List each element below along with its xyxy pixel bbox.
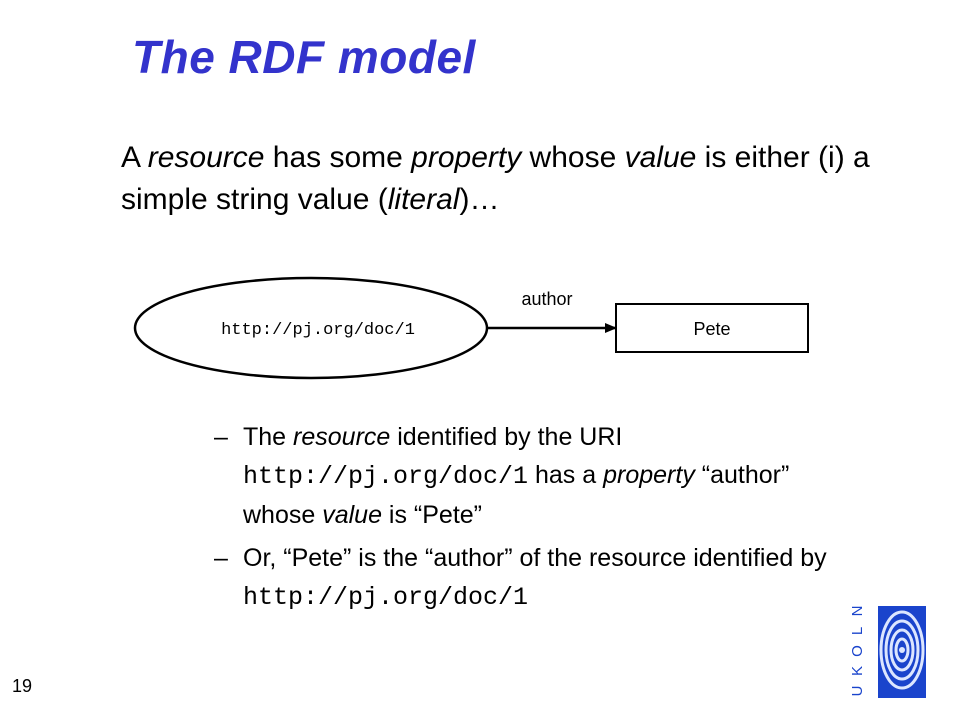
property-arc-label: author (521, 289, 572, 309)
subject-uri-label: http://pj.org/doc/1 (221, 321, 415, 340)
slide-title: The RDF model (132, 31, 476, 83)
logo-letter: O (849, 645, 866, 657)
intro-text: A resource has some property whose value… (121, 141, 870, 216)
explanation-list: –The resource identified by the URI http… (214, 418, 854, 622)
uri-inline: http://pj.org/doc/1 (243, 462, 529, 491)
literal-term: literal (387, 183, 460, 216)
list-item: –The resource identified by the URI http… (214, 423, 790, 529)
logo-letter: L (849, 627, 866, 635)
logo-letter: K (849, 666, 866, 676)
ukoln-eye-logo-icon: U K O L N (849, 606, 926, 698)
uri-inline: http://pj.org/doc/1 (243, 583, 529, 612)
literal-value-label: Pete (693, 319, 730, 339)
literal-value-node (615, 303, 809, 353)
logo-letter: N (849, 606, 866, 617)
slide-number: 19 (12, 676, 33, 696)
property-term: property (411, 141, 522, 174)
resource-term: resource (147, 141, 265, 174)
list-item: –Or, “Pete” is the “author” of the resou… (214, 544, 827, 612)
logo-letter: U (849, 686, 866, 697)
value-term: value (624, 141, 697, 174)
